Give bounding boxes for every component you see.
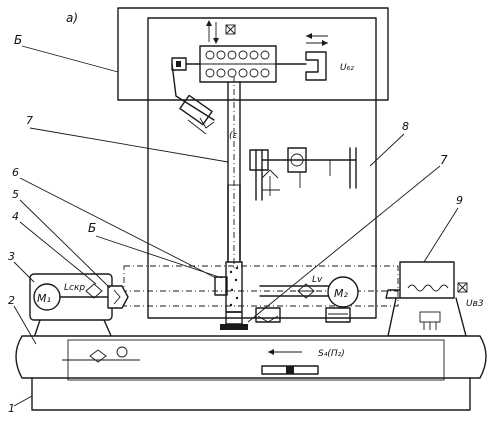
right-clamp [275,51,327,81]
label-8: 8 [402,120,409,133]
updown-arrows-icon [206,20,219,44]
shaft-mark: (ε [229,131,238,141]
left-right-arrow-icon [306,33,328,46]
label-b2: Б [88,221,96,235]
tool-holder-arm [171,63,215,135]
m1-label: M₁ [37,292,51,305]
panel-label: а) [66,11,78,25]
label-7: 7 [26,114,33,127]
label-1: 1 [8,402,15,415]
label-6: 6 [12,166,19,179]
label-2: 2 [8,294,15,307]
drive-housing [108,265,399,307]
label-b1: Б [14,33,22,47]
ub2-label: U₆₂ [340,63,354,73]
top-unit-frame [117,7,389,101]
lower-spindle [220,184,248,330]
lv-label: Lv [312,275,323,285]
cross-box-icon [225,24,236,35]
machine-bed: S₄(П₂) [15,335,487,381]
ub3-label: Uв3 [466,299,484,309]
lskp-label: Lскр [64,283,85,293]
measuring-unit [249,147,357,201]
workpiece [214,276,228,296]
label-9: 9 [456,194,463,207]
bearing-assembly [199,45,277,83]
s4-label: S₄(П₂) [318,349,345,359]
label-3: 3 [8,250,15,263]
leader-lines [13,45,459,407]
motor-m2: M₂ [327,276,359,308]
m2-label: M₂ [334,287,348,300]
support-feet [255,307,351,323]
frame-1 [31,377,471,411]
unit-9: Uв3 [385,261,484,337]
motor-m1: M₁ Lскр [29,273,129,339]
label-5: 5 [12,188,19,201]
spindle-shaft: (ε [227,76,241,270]
label-4: 4 [12,210,19,223]
label-7b: 7 [440,153,448,167]
lv-drive: Lv [259,275,331,299]
